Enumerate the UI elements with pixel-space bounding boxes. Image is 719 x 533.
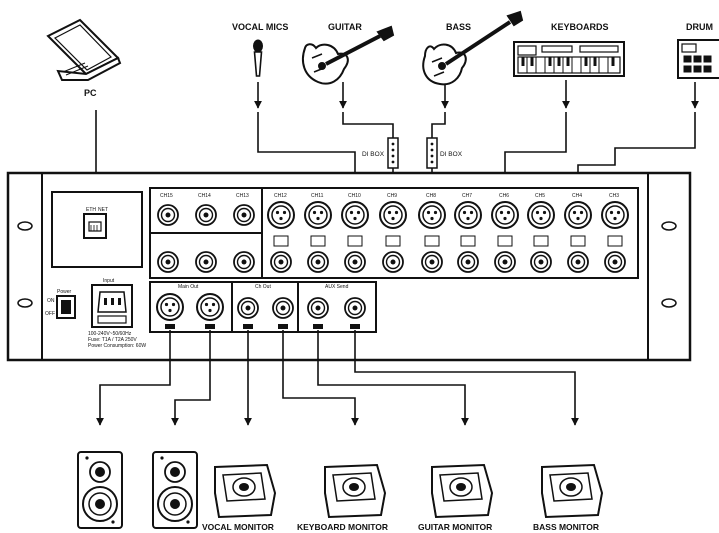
di-box-label-right: DI BOX [440,151,463,158]
channel-label: CH4 [572,193,583,199]
spec-line: 100-240V~50/60Hz [88,331,132,337]
ch-out-label: Ch Out [255,284,271,290]
net-port-label: NET [98,207,108,213]
output-cables [96,330,579,426]
channel-label: CH9 [387,193,398,199]
main-speaker-right-icon [152,451,198,529]
power-switch [56,295,76,319]
input-label: Input [103,278,115,284]
channel-label: CH14 [198,193,211,199]
keyboard-icon [513,41,625,77]
eth-port-label: ETH [86,207,96,213]
power-label: Power [57,289,72,295]
aux-send-label: AUX Send [325,284,349,290]
keyboards-label: KEYBOARDS [551,22,609,32]
channel-label: CH15 [160,193,173,199]
channel-label: CH6 [499,193,510,199]
bass-label: BASS [446,22,472,32]
channel-label: CH7 [462,193,473,199]
drum-label: DRUM [686,22,713,32]
power-on-label: ON [47,298,55,304]
network-panel [51,191,143,268]
keyboard-monitor-label: KEYBOARD MONITOR [297,522,388,532]
guitar-label: GUITAR [328,22,362,32]
channel-label: CH13 [236,193,249,199]
keyboard-monitor-icon [324,464,386,518]
channel-label: CH11 [311,193,324,199]
microphone-icon [253,39,263,77]
iec-power-inlet [91,284,133,328]
channel-label: CH3 [609,193,620,199]
main-speaker-left-icon [77,451,123,529]
channel-label: CH12 [274,193,287,199]
channel-connectors [157,201,629,273]
channel-panel-frame [149,187,639,279]
vocal-monitor-label: VOCAL MONITOR [202,522,274,532]
guitar-icon [301,25,395,85]
main-out-label: Main Out [178,284,199,290]
output-panel-frame [149,281,377,333]
spec-line: Fuse: T1A / T2A 250V [88,337,137,343]
bass-monitor-icon [541,464,603,518]
channel-label: CH5 [535,193,546,199]
channel-label: CH10 [348,193,361,199]
output-connectors [156,293,366,329]
pc-label: PC [84,88,97,98]
laptop-icon [46,18,122,81]
di-box-left [387,137,399,169]
guitar-monitor-label: GUITAR MONITOR [418,522,493,532]
bass-guitar-icon [422,10,524,86]
guitar-monitor-icon [431,464,493,518]
channel-label: CH8 [426,193,437,199]
drum-machine-icon [677,39,719,79]
bass-monitor-label: BASS MONITOR [533,522,599,532]
power-off-label: OFF [45,311,55,317]
spec-line: Power Consumption: 60W [88,343,147,349]
vocal-monitor-icon [214,464,276,518]
di-box-right [426,137,438,169]
di-box-label-left: DI BOX [362,151,385,158]
vocal-mics-label: VOCAL MICS [232,22,289,32]
